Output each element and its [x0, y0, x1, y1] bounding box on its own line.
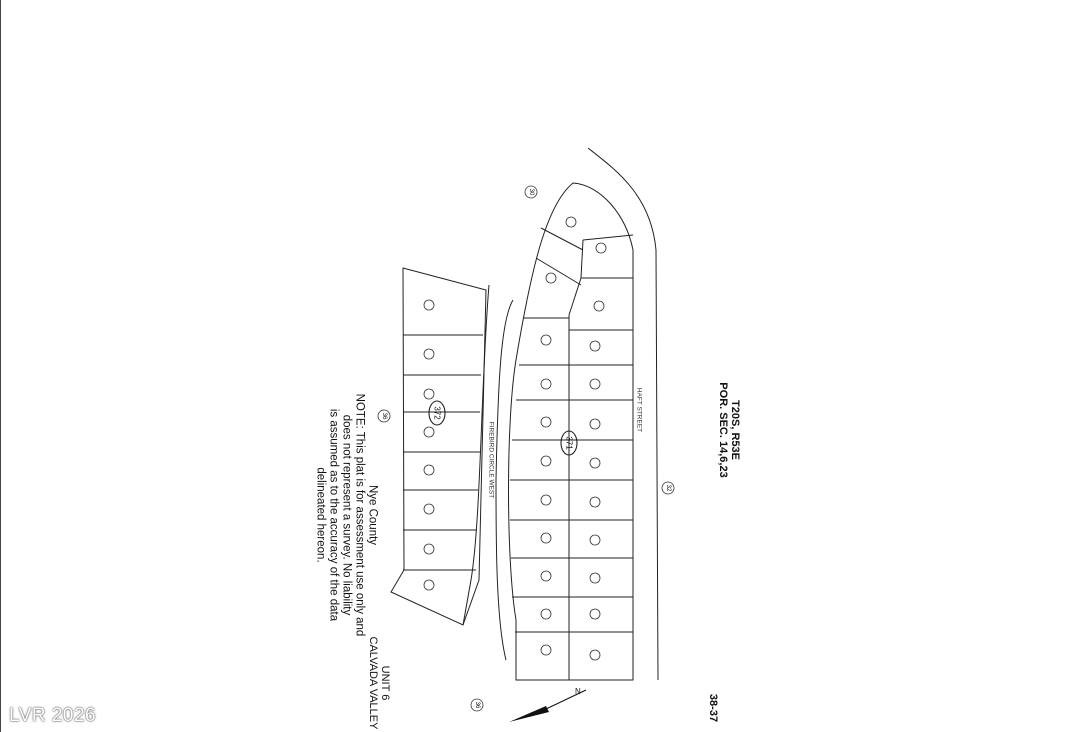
township-range-label: T20S, R53E POR. SEC. 14,6,23: [717, 382, 741, 477]
note-line-3: is assumed as to the accuracy of the dat…: [327, 408, 340, 622]
unit-label: UNIT 6 CALVADA VALLEY: [367, 637, 391, 730]
outer-street-curve: [587, 147, 659, 681]
note-line-1: NOTE: This plat is for assessment use on…: [353, 393, 366, 637]
block-372-ellipse: [428, 400, 446, 426]
block-371-ellipse: [560, 430, 578, 456]
section-mark-4: 30: [528, 188, 534, 196]
block-id-372: 372: [432, 406, 442, 420]
svg-text:N: N: [575, 687, 581, 696]
map-number: 38-37: [707, 693, 719, 723]
section-mark-2: 36: [381, 412, 387, 420]
range-text: R53E: [729, 432, 741, 460]
street-label-firebird: FIREBIRD CIRCLE WEST: [487, 421, 495, 499]
note-line-2: does not represent a survey. No liabilit…: [340, 414, 353, 616]
township-text: T20S,: [729, 400, 741, 430]
firebird-road-edge-1: [462, 284, 490, 626]
section-mark-3: 36: [474, 701, 480, 709]
west-block-outline: [390, 267, 487, 626]
east-block-outline: [508, 182, 634, 681]
watermark: LVR 2026: [9, 705, 97, 726]
block-id-371: 371: [564, 436, 574, 450]
north-arrow-icon: N: [509, 687, 587, 722]
section-mark-1: 32: [665, 484, 671, 492]
section-text: POR. SEC. 14,6,23: [717, 382, 729, 478]
firebird-road-edge-2: [495, 299, 514, 661]
unit-line-1: UNIT 6: [379, 665, 391, 701]
unit-line-2: CALVADA VALLEY: [367, 636, 379, 730]
street-label-haft: HAFT STREET: [635, 387, 643, 433]
note-line-4: delineated hereon.: [314, 467, 327, 563]
